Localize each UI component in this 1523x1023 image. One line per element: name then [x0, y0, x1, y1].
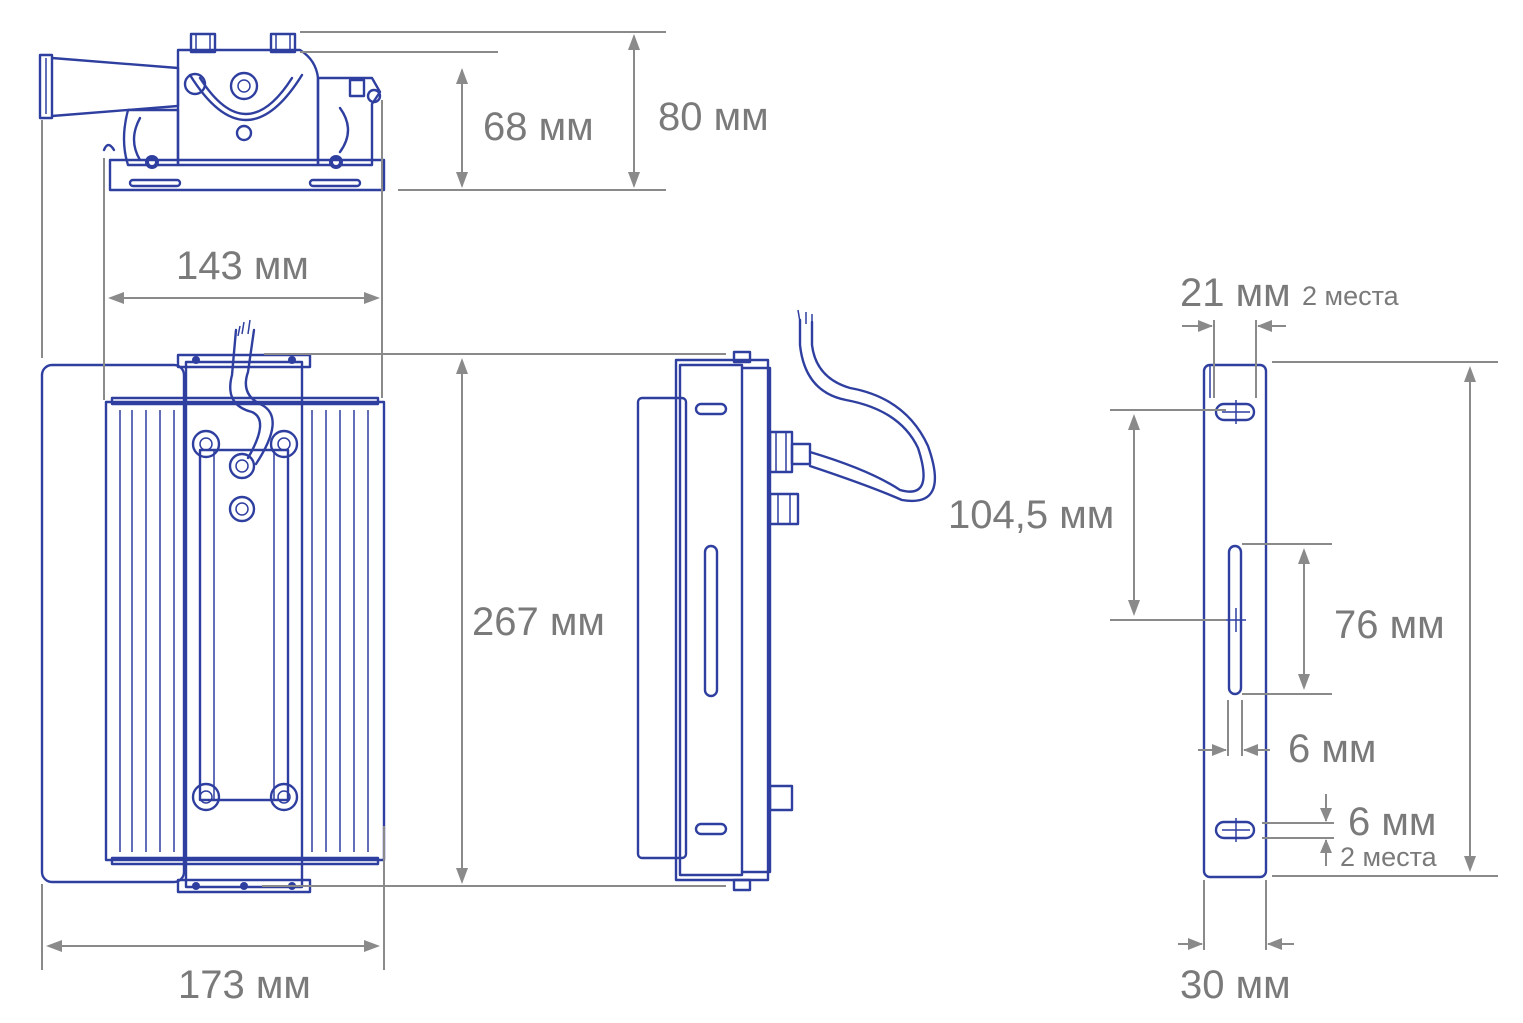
dim-80-label: 80 мм: [658, 95, 769, 139]
front-view: [40, 319, 386, 894]
dim-68-label: 68 мм: [483, 105, 594, 149]
top-view: [38, 32, 386, 192]
dim-30-label: 30 мм: [1180, 963, 1291, 1007]
dim-173-label: 173 мм: [178, 963, 311, 1007]
dim-6-slot-label: 6 мм: [1288, 727, 1376, 771]
dim-6-small-label: 6 мм: [1348, 800, 1436, 844]
dim-267-label: 267 мм: [472, 600, 605, 644]
dim-21-note: 2 места: [1302, 281, 1400, 311]
dim-6-small-note: 2 места: [1340, 842, 1438, 872]
dim-21-label: 21 мм: [1180, 271, 1291, 315]
dim-76-label: 76 мм: [1334, 603, 1445, 647]
dim-104-label: 104,5 мм: [948, 493, 1114, 537]
dimension-lines: [41, 31, 1498, 970]
dim-143-label: 143 мм: [176, 244, 309, 288]
side-view: [636, 309, 937, 892]
